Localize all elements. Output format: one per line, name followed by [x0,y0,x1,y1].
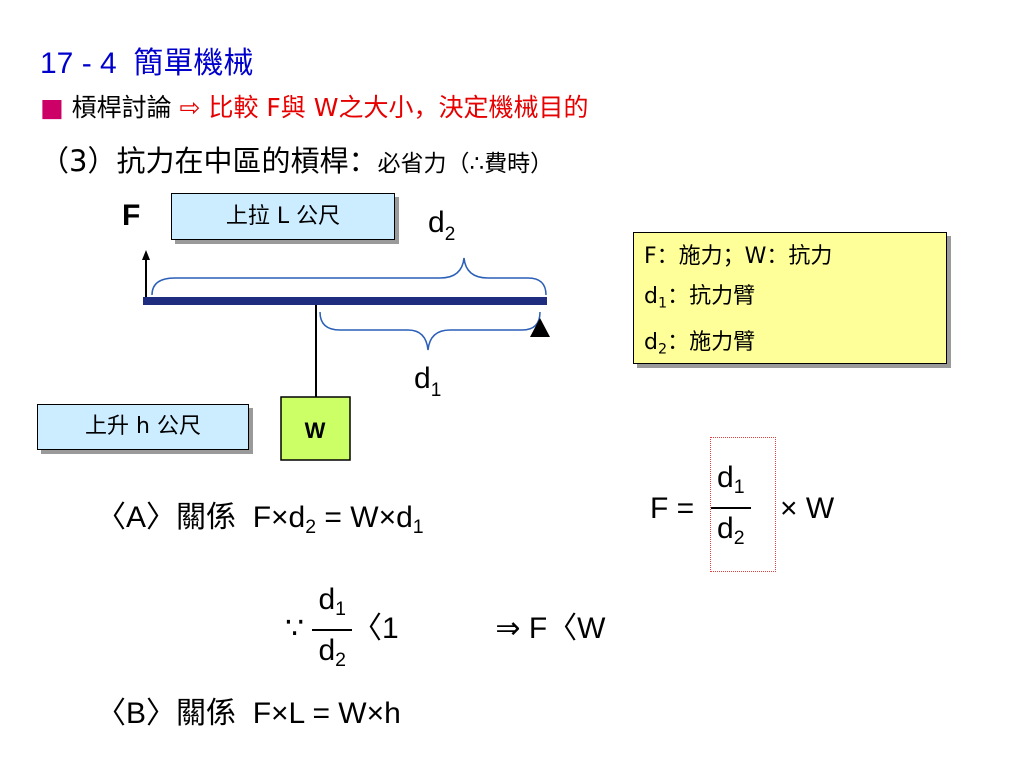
legend-line-forces: F：施力；W：抗力 [644,244,833,269]
title-text: 簡單機械 [133,46,254,81]
case-heading: （3）抗力在中區的槓桿：必省力（∴費時） [40,138,553,180]
rise-distance-box: 上升 h 公尺 [37,404,249,450]
because-compare: 〈1 [351,611,399,645]
legend-line-d1: d1：抗力臂 [644,284,756,312]
ratio-fraction-box: d1 d2 [710,437,776,572]
legend-line-d2: d2：施力臂 [644,330,756,358]
because-fraction: d1 d2 [312,580,352,680]
page-title: 17 - 4 簡單機械 [40,38,253,82]
because-symbol: ∵ [285,611,305,645]
force-arrow-head [142,250,150,260]
d1-brace [319,311,541,351]
d2-label: d2 [428,206,455,245]
formula-f-lhs: F = [650,492,695,525]
pull-distance-box: 上拉 L 公尺 [171,193,395,240]
force-label: F [122,199,140,232]
case-main: （3）抗力在中區的槓桿： [40,144,378,178]
legend-box: F：施力；W：抗力 d1：抗力臂 d2：施力臂 [633,232,947,364]
ratio-fraction: d1 d2 [711,458,751,558]
fulcrum-triangle [530,318,550,337]
subtitle: ■ 槓桿討論 ⇨ 比較 F與 W之大小，決定機械目的 [40,88,588,124]
case-note: 必省力（∴費時） [377,151,554,177]
d1-label: d1 [414,362,441,401]
subtitle-text: 槓桿討論 [71,93,172,122]
relation-b-expr: F×L = W×h [252,697,401,730]
d2-brace [151,257,547,296]
relation-b-label: 〈B〉關係 [96,697,237,730]
right-arrow-icon: ⇨ [179,93,201,122]
relation-b: 〈B〉關係 F×L = W×h [96,688,401,732]
relation-a-label: 〈A〉關係 [96,501,237,534]
weight-label: W [305,418,326,443]
square-bullet-icon: ■ [40,93,64,122]
because-line: ∵ d1 d2 〈1 ⇒ F〈W [285,580,605,680]
lever-bar [143,297,547,305]
because-result: ⇒ F〈W [495,611,606,645]
subtitle-highlight: 比較 F與 W之大小，決定機械目的 [208,93,589,122]
formula-f-rhs: × W [780,492,835,525]
title-number: 17 - 4 [40,47,117,80]
relation-a: 〈A〉關係 F×d2 = W×d1 [96,501,424,538]
weight-block [280,396,351,461]
